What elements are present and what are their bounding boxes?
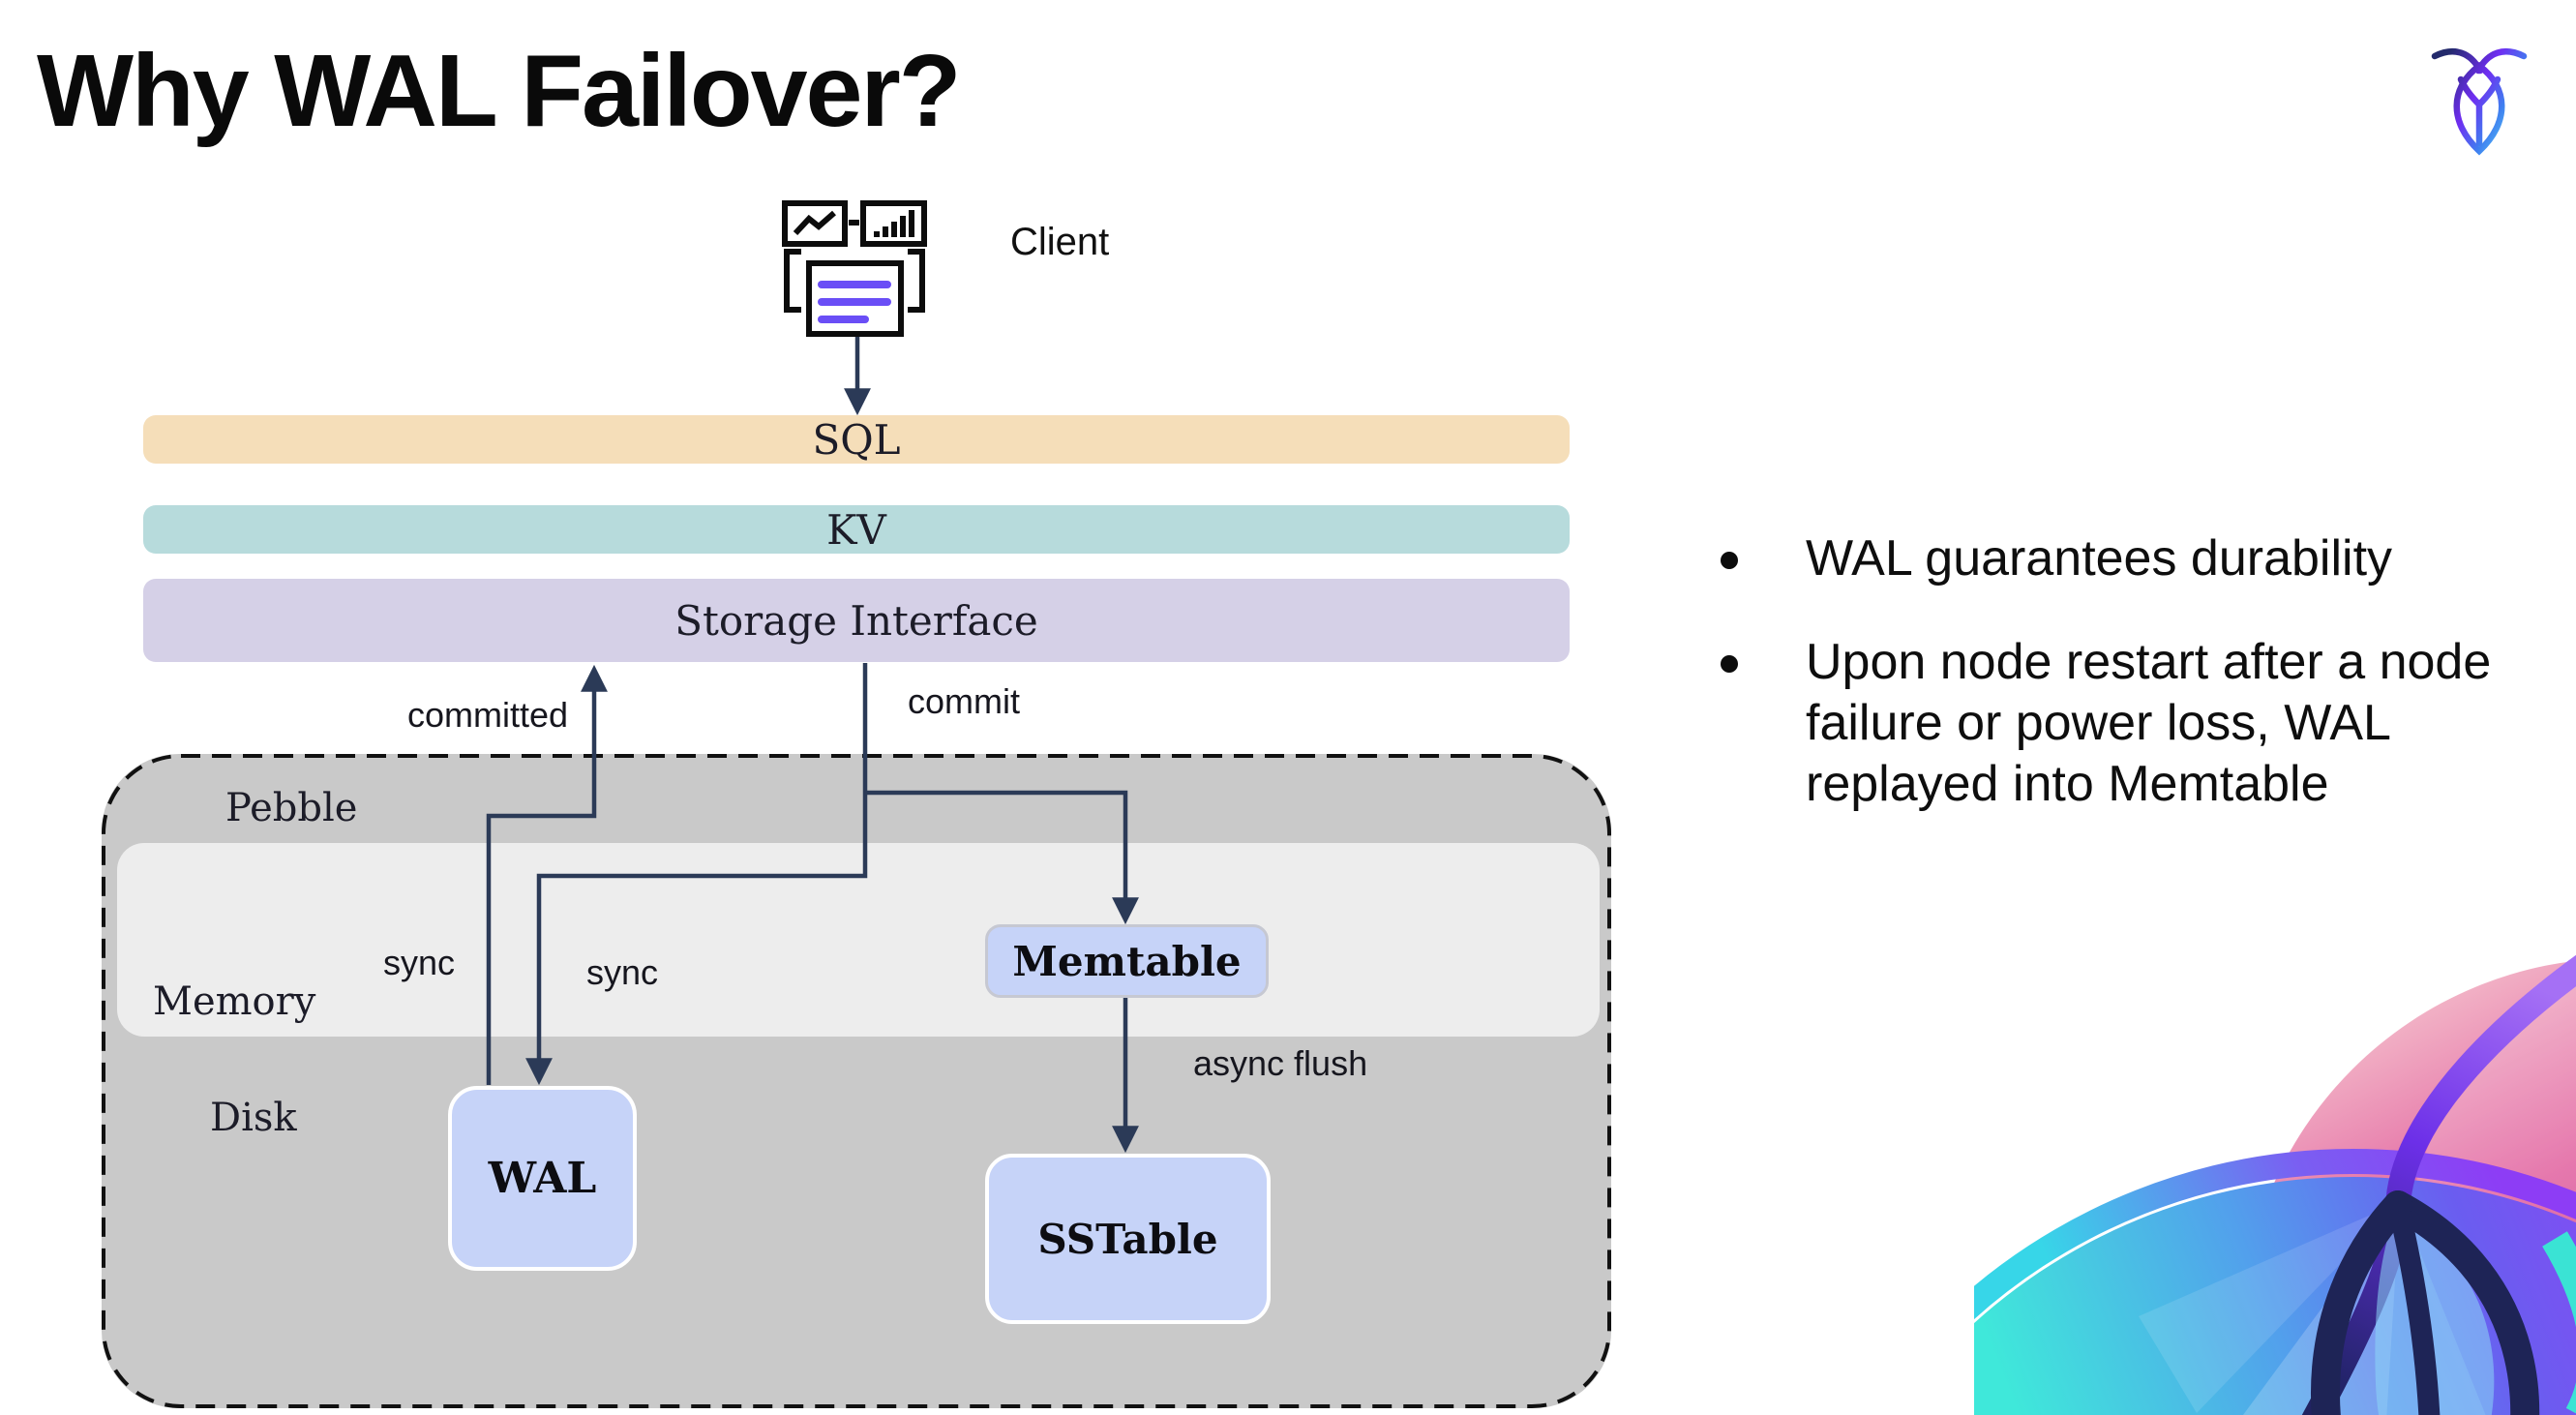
line-chart-glyph	[793, 210, 836, 236]
bracket-left	[784, 249, 801, 313]
edge-committed	[486, 664, 608, 1085]
bar-chart-glyph	[874, 210, 914, 237]
layer-storage-label: Storage Interface	[674, 596, 1038, 645]
art-purple-ring	[1974, 1149, 2576, 1320]
node-wal-label: WAL	[488, 1154, 597, 1203]
layer-sql-label: SQL	[812, 415, 901, 464]
layer-storage-interface: Storage Interface	[143, 579, 1570, 662]
edge-commit-sync-wal	[525, 663, 868, 1086]
art-dark-leaf	[2310, 1190, 2540, 1415]
brand-art	[1974, 954, 2576, 1415]
node-sstable: SSTable	[985, 1154, 1271, 1324]
sync-left-label: sync	[383, 943, 456, 982]
layer-kv-label: KV	[826, 505, 886, 554]
layer-sql: SQL	[143, 415, 1570, 464]
commit-label: commit	[908, 681, 1020, 721]
bullet-item: WAL guarantees durability	[1721, 528, 2543, 589]
bullet-text: Upon node restart after a node failure o…	[1806, 634, 2492, 812]
sync-right-label: sync	[586, 952, 659, 992]
bullet-list: WAL guarantees durability Upon node rest…	[1721, 528, 2543, 858]
node-sstable-label: SSTable	[1037, 1215, 1218, 1263]
edge-sync-memtable	[865, 790, 1139, 925]
pebble-dashed-border	[102, 754, 1611, 1408]
client-terminal-icon	[782, 200, 927, 337]
bullet-text: WAL guarantees durability	[1806, 530, 2393, 587]
pebble-label: Pebble	[225, 786, 358, 830]
bullet-item: Upon node restart after a node failure o…	[1721, 632, 2543, 815]
bullet-dot	[1721, 552, 1738, 569]
art-teal-crescent	[2542, 1231, 2576, 1414]
committed-label: committed	[407, 695, 569, 735]
disk-label: Disk	[210, 1096, 297, 1140]
node-memtable: Memtable	[985, 924, 1269, 998]
node-memtable-label: Memtable	[1012, 937, 1242, 985]
cockroachdb-logo	[2431, 48, 2528, 156]
memory-label: Memory	[153, 979, 316, 1024]
page-title: Why WAL Failover?	[37, 34, 961, 148]
bracket-right	[908, 249, 925, 313]
logo-glyph	[2431, 48, 2528, 156]
document-lines	[818, 281, 891, 323]
layer-kv: KV	[143, 505, 1570, 554]
bullet-dot	[1721, 655, 1738, 673]
node-wal: WAL	[448, 1086, 637, 1271]
async-flush-label: async flush	[1193, 1043, 1368, 1083]
client-label: Client	[1010, 221, 1110, 263]
